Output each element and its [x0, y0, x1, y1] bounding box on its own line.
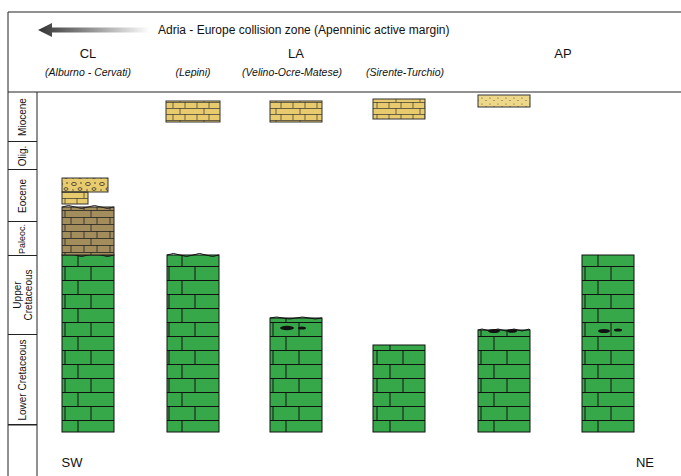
orientation-label: NE: [636, 455, 654, 470]
epoch-name: Upper Cretaceous: [12, 258, 33, 333]
epoch-cell: Eocene: [8, 170, 37, 222]
epoch-name: Olig.: [17, 144, 28, 168]
domain-code: LA: [288, 46, 304, 61]
locality-name: (Velino-Ocre-Matese): [242, 66, 342, 78]
orientation-label: SW: [62, 455, 83, 470]
epoch-name: Eocene: [17, 172, 28, 220]
locality-name: (Sirente-Turchio): [366, 66, 444, 78]
zone-heading: Adria - Europe collision zone (Apenninic…: [158, 23, 449, 37]
domain-code: CL: [80, 46, 97, 61]
epoch-cell: Upper Cretaceous: [8, 256, 37, 335]
epoch-cell: Paleoc.: [8, 222, 37, 256]
epoch-cell: Olig.: [8, 142, 37, 170]
epoch-cell: Miocene: [8, 92, 37, 142]
epoch-name: Paleoc.: [18, 224, 27, 254]
epoch-cell: Lower Cretaceous: [8, 335, 37, 425]
locality-name: (Lepini): [175, 66, 210, 78]
locality-name: (Alburno - Cervati): [45, 66, 131, 78]
epoch-name: Miocene: [17, 94, 28, 140]
epoch-name: Lower Cretaceous: [17, 337, 28, 423]
domain-code: AP: [554, 46, 571, 61]
